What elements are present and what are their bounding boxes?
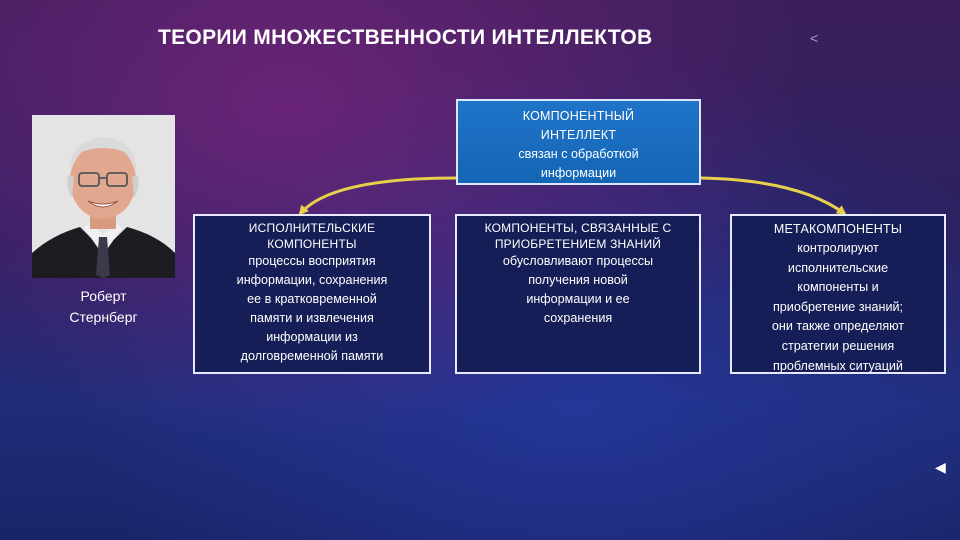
box3-line: приобретение знаний; xyxy=(772,299,904,314)
box2-heading-2: ПРИОБРЕТЕНИЕМ ЗНАНИЙ xyxy=(494,237,662,251)
box2-line: получения новой xyxy=(528,273,628,287)
connector-right xyxy=(700,176,847,216)
person-last-name: Стернберг xyxy=(69,309,138,325)
arrow-left-icon[interactable]: ◀ xyxy=(935,459,946,475)
top-box-heading-2: ИНТЕЛЛЕКТ xyxy=(540,128,617,142)
box3-line: контролируют xyxy=(797,241,879,255)
executive-components-box: ИСПОЛНИТЕЛЬСКИЕ КОМПОНЕНТЫ процессы восп… xyxy=(193,214,431,374)
box3-line: исполнительские xyxy=(787,260,889,275)
box2-line: сохранения xyxy=(543,311,613,325)
knowledge-acquisition-box: КОМПОНЕНТЫ, СВЯЗАННЫЕ С ПРИОБРЕТЕНИЕМ ЗН… xyxy=(455,214,701,374)
box2-line: информации и ее xyxy=(526,292,630,306)
box2-heading-1: КОМПОНЕНТЫ, СВЯЗАННЫЕ С xyxy=(484,221,672,235)
top-box-heading-1: КОМПОНЕНТНЫЙ xyxy=(522,109,635,123)
person-photo xyxy=(32,115,175,278)
box3-heading: МЕТАКОМПОНЕНТЫ xyxy=(773,222,903,236)
box1-heading-2: КОМПОНЕНТЫ xyxy=(267,237,357,251)
connector-left xyxy=(298,176,457,216)
component-intelligence-box: КОМПОНЕНТНЫЙ ИНТЕЛЛЕКТ связан с обработк… xyxy=(456,99,701,185)
portrait-image xyxy=(32,115,175,278)
top-box-body-2: информации xyxy=(540,166,617,180)
box3-line: они также определяют xyxy=(771,319,905,334)
slide-title: ТЕОРИИ МНОЖЕСТВЕННОСТИ ИНТЕЛЛЕКТОВ xyxy=(158,26,653,49)
box1-line: информации из xyxy=(266,330,358,344)
box3-line: проблемных ситуаций xyxy=(773,358,903,373)
person-first-name: Роберт xyxy=(80,288,127,304)
box1-line: процессы восприятия xyxy=(248,254,376,268)
box3-line: компоненты и xyxy=(797,280,879,295)
person-name: Роберт Стернберг xyxy=(32,286,175,328)
box1-line: памяти и извлечения xyxy=(250,311,374,325)
box1-line: ее в кратковременной xyxy=(247,292,377,306)
top-box-body-1: связан с обработкой xyxy=(518,147,639,161)
box3-line: стратегии решения xyxy=(781,338,895,353)
box1-line: долговременной памяти xyxy=(240,349,384,363)
box1-heading-1: ИСПОЛНИТЕЛЬСКИЕ xyxy=(248,221,376,235)
box2-line: обусловливают процессы xyxy=(502,254,654,268)
metacomponents-box: МЕТАКОМПОНЕНТЫ контролируют исполнительс… xyxy=(730,214,946,374)
box1-line: информации, сохранения xyxy=(236,273,388,287)
chevron-left-icon: < xyxy=(810,30,819,46)
